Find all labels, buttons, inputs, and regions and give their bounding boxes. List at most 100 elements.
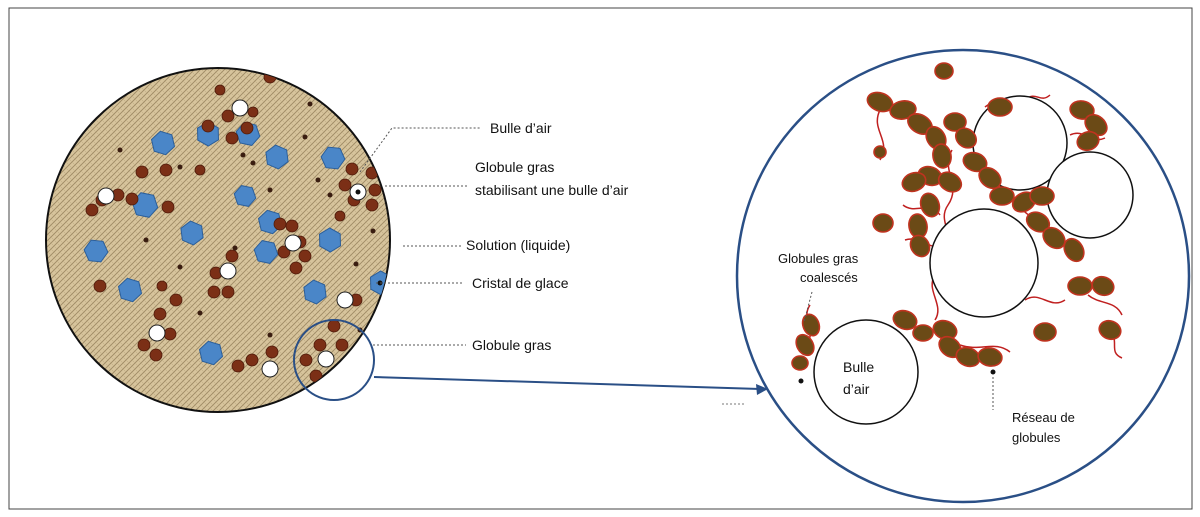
air-bubble <box>220 263 236 279</box>
fat-globule <box>241 122 253 134</box>
fat-globule <box>346 163 358 175</box>
fat-globule <box>369 184 381 196</box>
fat-globule <box>162 201 174 213</box>
zoom-fat-globule <box>935 63 953 79</box>
fat-dot <box>118 148 123 153</box>
fat-globule <box>160 164 172 176</box>
fat-globule <box>366 199 378 211</box>
air-bubble <box>337 292 353 308</box>
label-solution: Solution (liquide) <box>466 237 570 253</box>
air-bubble <box>149 325 165 341</box>
label-bulle-air: Bulle d’air <box>490 120 552 136</box>
fat-globule <box>339 179 351 191</box>
label-cristal: Cristal de glace <box>472 275 569 291</box>
fat-globule <box>126 193 138 205</box>
fat-globule <box>336 339 348 351</box>
leader-bulle <box>360 128 480 172</box>
fat-globule <box>150 349 162 361</box>
fat-globule <box>195 165 205 175</box>
zoom-fat-globule <box>874 146 886 158</box>
fat-dot <box>144 238 149 243</box>
zoom-air-bubble <box>1047 152 1133 238</box>
fat-globule <box>86 204 98 216</box>
fat-dot <box>251 161 256 166</box>
label-reseau-1: Réseau de <box>1012 410 1075 425</box>
fat-globule <box>208 286 220 298</box>
fat-globule <box>202 120 214 132</box>
fat-globule <box>226 132 238 144</box>
air-bubble <box>98 188 114 204</box>
fat-globule <box>154 308 166 320</box>
fat-globule <box>222 110 234 122</box>
zoom-fat-globule <box>873 214 893 232</box>
fat-globule <box>136 166 148 178</box>
fat-dot <box>371 229 376 234</box>
fat-dot <box>316 178 321 183</box>
air-bubble <box>262 361 278 377</box>
fat-globule <box>232 360 244 372</box>
fat-globule <box>222 286 234 298</box>
fat-dot <box>178 265 183 270</box>
zoom-air-bubble <box>930 209 1038 317</box>
fat-dot <box>268 333 273 338</box>
fat-dot <box>308 102 313 107</box>
fat-globule <box>286 220 298 232</box>
label-coalesces-1: Globules gras <box>778 251 859 266</box>
air-bubble <box>318 351 334 367</box>
fat-dot <box>354 262 359 267</box>
fat-globule <box>246 354 258 366</box>
fat-globule <box>170 294 182 306</box>
fat-globule <box>335 211 345 221</box>
fat-dot <box>303 135 308 140</box>
label-bulle-zoom-2: d’air <box>843 381 870 397</box>
bubble-core <box>356 190 361 195</box>
fat-globule <box>266 346 278 358</box>
air-bubble <box>285 235 301 251</box>
zoom-fat-globule <box>913 325 933 341</box>
label-bulle-zoom-1: Bulle <box>843 359 874 375</box>
fat-globule <box>366 167 378 179</box>
fat-globule <box>314 339 326 351</box>
zoom-fat-globule <box>1030 187 1054 205</box>
fat-globule <box>274 218 286 230</box>
fat-dot <box>233 246 238 251</box>
fat-globule <box>383 140 393 150</box>
zoom-fat-globule <box>1034 323 1056 341</box>
label-globule-stab-2: stabilisant une bulle d’air <box>475 182 629 198</box>
fat-globule <box>226 250 238 262</box>
zoom-arrow-line <box>374 377 760 389</box>
label-reseau-2: globules <box>1012 430 1061 445</box>
zoom-dot <box>799 379 804 384</box>
air-bubble <box>232 100 248 116</box>
zoom-fat-globule <box>1068 277 1092 295</box>
fat-globule <box>290 262 302 274</box>
fat-globule <box>215 85 225 95</box>
label-coalesces-2: coalescés <box>800 270 858 285</box>
fat-globule <box>328 320 340 332</box>
fat-dot <box>241 153 246 158</box>
fat-globule <box>157 281 167 291</box>
fat-dot <box>198 311 203 316</box>
ice-cream-structure <box>46 68 398 412</box>
zoom-fat-globule <box>792 356 808 370</box>
label-globule-gras: Globule gras <box>472 337 551 353</box>
fat-dot <box>178 165 183 170</box>
fat-globule <box>94 280 106 292</box>
fat-globule <box>164 328 176 340</box>
fat-dot <box>393 213 398 218</box>
label-globule-stab-1: Globule gras <box>475 159 554 175</box>
fat-globule <box>310 370 322 382</box>
fat-dot <box>328 193 333 198</box>
fat-globule <box>101 82 113 94</box>
zoom-fat-globule <box>990 187 1014 205</box>
fat-globule <box>300 354 312 366</box>
fat-globule <box>248 107 258 117</box>
fat-globule <box>334 369 346 381</box>
zoom-dot <box>991 370 996 375</box>
fat-globule <box>138 339 150 351</box>
zoom-fat-globule <box>988 98 1012 116</box>
fat-globule <box>304 79 316 91</box>
fat-dot <box>268 188 273 193</box>
